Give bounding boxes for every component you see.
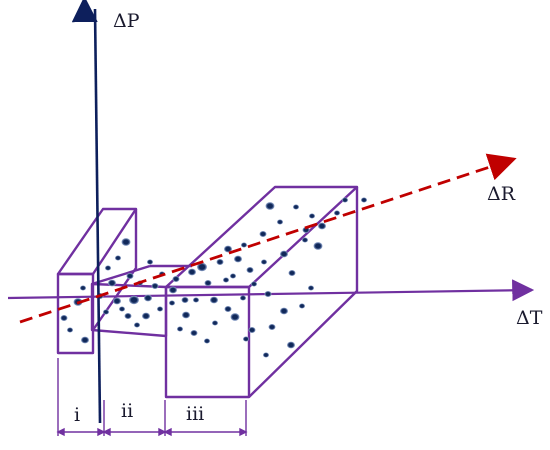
pressure-axis-label: ΔP [113,10,140,32]
particle [121,238,131,246]
particle [115,255,121,261]
particle [103,309,109,315]
particle [129,295,139,305]
particle [197,262,207,272]
particle [210,296,218,304]
particle [361,197,367,203]
resistance-axis [19,153,517,324]
particle [287,341,295,349]
section-label-ii: ii [121,400,134,422]
particle [193,297,199,303]
section-label-iii: iii [186,403,205,425]
particle-group [60,197,367,358]
particle [342,197,348,203]
particle [134,322,140,328]
particle [234,255,242,263]
particle [169,300,175,306]
particle [246,267,254,273]
particle [241,242,247,248]
particle [177,326,183,332]
particle [224,245,232,253]
particle [223,277,229,283]
particle [212,320,218,326]
particle [67,327,73,333]
particle [81,336,89,344]
particle [172,276,180,282]
particle [243,336,249,342]
particle [190,330,198,336]
temperature-axis-label: ΔT [516,307,543,329]
particle [105,265,111,271]
particle [113,297,121,305]
particle [318,222,326,230]
particle [265,202,275,210]
particle [181,297,189,303]
particle [261,259,267,265]
particle [251,281,257,287]
pressure-axis [71,0,102,424]
particle [264,291,272,297]
particle [309,213,315,219]
particle [288,270,296,276]
particle [299,303,305,309]
particle [263,352,269,358]
particle [147,259,153,265]
particle [259,231,267,237]
particle [182,311,190,319]
particle [108,279,116,287]
particle [204,280,212,286]
particle [157,306,163,312]
particle [124,313,132,319]
particle [302,237,308,243]
particle [188,268,196,276]
particle [313,242,323,250]
resistance-axis-label: ΔR [487,183,516,205]
particle [230,313,240,321]
particle [293,204,299,210]
particle [280,250,288,258]
particle [308,285,314,291]
particle [169,286,177,294]
box-i [56,207,138,355]
particle [60,315,68,321]
particle [334,210,340,216]
particle [151,283,159,289]
particle [119,306,125,312]
box-iii [164,185,359,399]
particle [248,327,256,333]
particle [80,285,86,291]
particle [126,273,134,279]
particle [280,307,288,315]
particle [204,338,210,344]
particle [224,306,232,312]
particle [142,312,150,320]
particle [144,294,152,302]
particle [240,295,246,301]
particle [268,324,276,330]
particle [230,273,236,279]
particle [277,219,283,225]
section-brackets [56,358,248,437]
section-label-i: i [74,404,81,426]
particle [216,259,224,265]
